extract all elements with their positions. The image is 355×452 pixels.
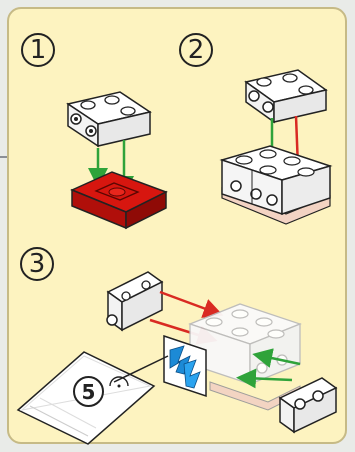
step-1-bracket-piece <box>68 92 150 146</box>
step-3-arrow-red-top <box>160 292 214 312</box>
sticker-pointer-line <box>114 356 168 382</box>
step-2-assembly-block <box>222 146 330 224</box>
step-3-right-bracket <box>280 378 336 432</box>
step-2-bracket-piece <box>246 70 326 122</box>
sticker-number-badge: 5 <box>73 376 104 407</box>
red-plate <box>72 172 166 228</box>
